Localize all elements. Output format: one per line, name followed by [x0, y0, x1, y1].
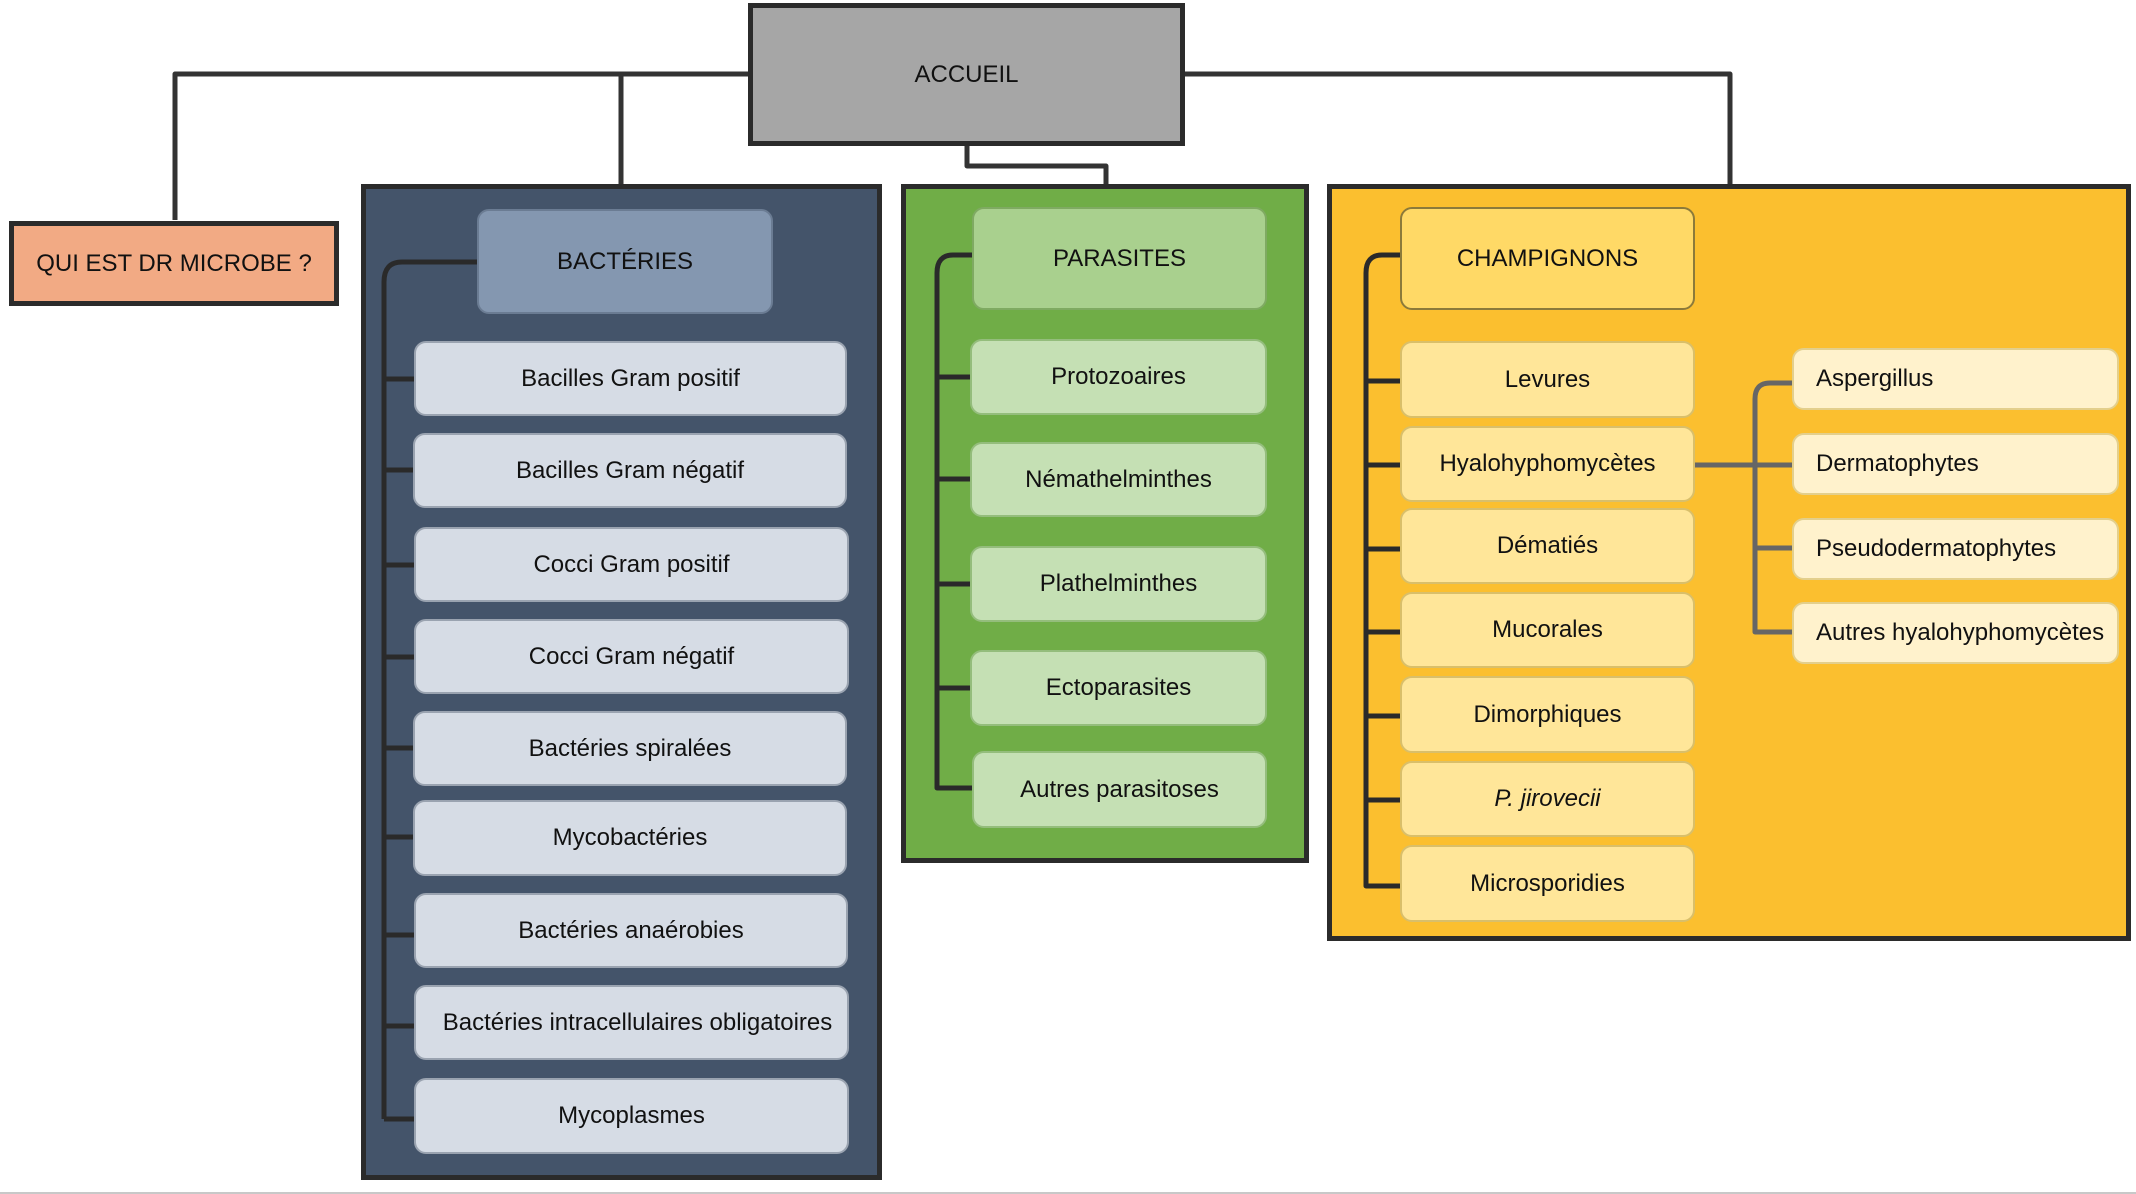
- item-label: Protozoaires: [1051, 363, 1186, 390]
- connector-home-parasites: [964, 145, 1109, 184]
- item-label: Autres hyalohyphomycètes: [1816, 619, 2105, 646]
- item-label: Plathelminthes: [1039, 570, 1198, 597]
- fungi-sub-aspergillus[interactable]: Aspergillus: [1792, 348, 2119, 410]
- bacteria-item-cocci-gram-positif[interactable]: Cocci Gram positif: [414, 527, 849, 602]
- connector-bacteria-branches: [384, 376, 414, 1122]
- connector-home-about: [172, 71, 750, 220]
- parasites-item-ectoparasites[interactable]: Ectoparasites: [970, 650, 1267, 726]
- connector-parasites-branches: [937, 374, 971, 691]
- connector-home-fungi: [1183, 71, 1733, 184]
- fungi-sub-dermatophytes[interactable]: Dermatophytes: [1792, 433, 2119, 495]
- parasites-item-plathelminthes[interactable]: Plathelminthes: [970, 546, 1267, 622]
- about-label: QUI EST DR MICROBE ?: [36, 249, 312, 277]
- item-label: Mycoplasmes: [558, 1102, 705, 1129]
- bottom-divider: [0, 1192, 2136, 1194]
- fungi-item-dematies[interactable]: Dématiés: [1400, 508, 1695, 584]
- about-node[interactable]: QUI EST DR MICROBE ?: [9, 221, 339, 306]
- item-label: Némathelminthes: [1025, 465, 1212, 493]
- item-label: Pseudodermatophytes: [1816, 535, 2057, 562]
- item-label: Mycobactéries: [552, 824, 708, 851]
- connector-fungi-branches: [1366, 378, 1400, 803]
- item-label: Mucorales: [1492, 616, 1603, 643]
- item-label: Ectoparasites: [1045, 674, 1192, 701]
- parasites-item-protozoaires[interactable]: Protozoaires: [970, 339, 1267, 415]
- fungi-item-microsporidies[interactable]: Microsporidies: [1400, 845, 1695, 922]
- item-label: Autres parasitoses: [1020, 775, 1219, 803]
- parasites-item-autres-parasitoses[interactable]: Autres parasitoses: [972, 751, 1267, 828]
- bacteria-item-bacteries-anaerobies[interactable]: Bactéries anaérobies: [414, 893, 848, 968]
- bacteria-title: BACTÉRIES: [556, 247, 694, 275]
- bacteria-item-bacteries-intracellulaires[interactable]: Bactéries intracellulaires obligatoires: [414, 985, 849, 1060]
- home-label: ACCUEIL: [914, 60, 1019, 88]
- fungi-title: CHAMPIGNONS: [1456, 244, 1639, 272]
- connector-parasites-trunk: [934, 252, 974, 791]
- item-label: Dermatophytes: [1816, 450, 1979, 477]
- item-label: Bacilles Gram positif: [521, 364, 740, 392]
- fungi-item-levures[interactable]: Levures: [1400, 341, 1695, 418]
- item-label: Bacilles Gram négatif: [515, 456, 745, 484]
- item-label: Dimorphiques: [1473, 700, 1622, 728]
- home-node[interactable]: ACCUEIL: [748, 3, 1185, 146]
- parasites-title: PARASITES: [1053, 244, 1186, 272]
- item-label: Cocci Gram positif: [533, 550, 730, 578]
- bacteria-header[interactable]: BACTÉRIES: [477, 209, 773, 314]
- item-label: Aspergillus: [1816, 365, 1934, 392]
- bacteria-item-bacilles-gram-positif[interactable]: Bacilles Gram positif: [414, 341, 847, 416]
- bacteria-item-bacteries-spiralees[interactable]: Bactéries spiralées: [413, 711, 847, 786]
- item-label: Bactéries intracellulaires obligatoires: [442, 1008, 833, 1036]
- bacteria-item-bacilles-gram-negatif[interactable]: Bacilles Gram négatif: [413, 433, 847, 508]
- fungi-sub-autres-hyalohyphomycetes[interactable]: Autres hyalohyphomycètes: [1792, 602, 2119, 664]
- connector-bacteria-trunk: [381, 259, 478, 1119]
- parasites-header[interactable]: PARASITES: [972, 207, 1267, 310]
- bacteria-item-mycoplasmes[interactable]: Mycoplasmes: [414, 1078, 849, 1154]
- connector-hyalo-sub: [1695, 380, 1792, 635]
- connector-fungi-trunk: [1363, 252, 1402, 889]
- bacteria-item-cocci-gram-negatif[interactable]: Cocci Gram négatif: [414, 619, 849, 694]
- item-label: Hyalohyphomycètes: [1439, 450, 1656, 477]
- item-label: Bactéries anaérobies: [518, 916, 744, 944]
- item-label: P. jirovecii: [1494, 785, 1601, 812]
- parasites-item-nemathelminthes[interactable]: Némathelminthes: [970, 442, 1267, 517]
- item-label: Dématiés: [1496, 532, 1599, 559]
- bacteria-item-mycobacteries[interactable]: Mycobactéries: [413, 800, 847, 876]
- fungi-item-dimorphiques[interactable]: Dimorphiques: [1400, 676, 1695, 753]
- item-label: Levures: [1504, 365, 1591, 393]
- fungi-item-hyalohyphomycetes[interactable]: Hyalohyphomycètes: [1400, 426, 1695, 502]
- fungi-sub-pseudodermatophytes[interactable]: Pseudodermatophytes: [1792, 518, 2119, 580]
- fungi-item-p-jirovecii[interactable]: P. jirovecii: [1400, 761, 1695, 837]
- fungi-item-mucorales[interactable]: Mucorales: [1400, 592, 1695, 668]
- item-label: Bactéries spiralées: [528, 734, 732, 762]
- item-label: Cocci Gram négatif: [528, 642, 735, 670]
- fungi-header[interactable]: CHAMPIGNONS: [1400, 207, 1695, 310]
- item-label: Microsporidies: [1470, 869, 1625, 897]
